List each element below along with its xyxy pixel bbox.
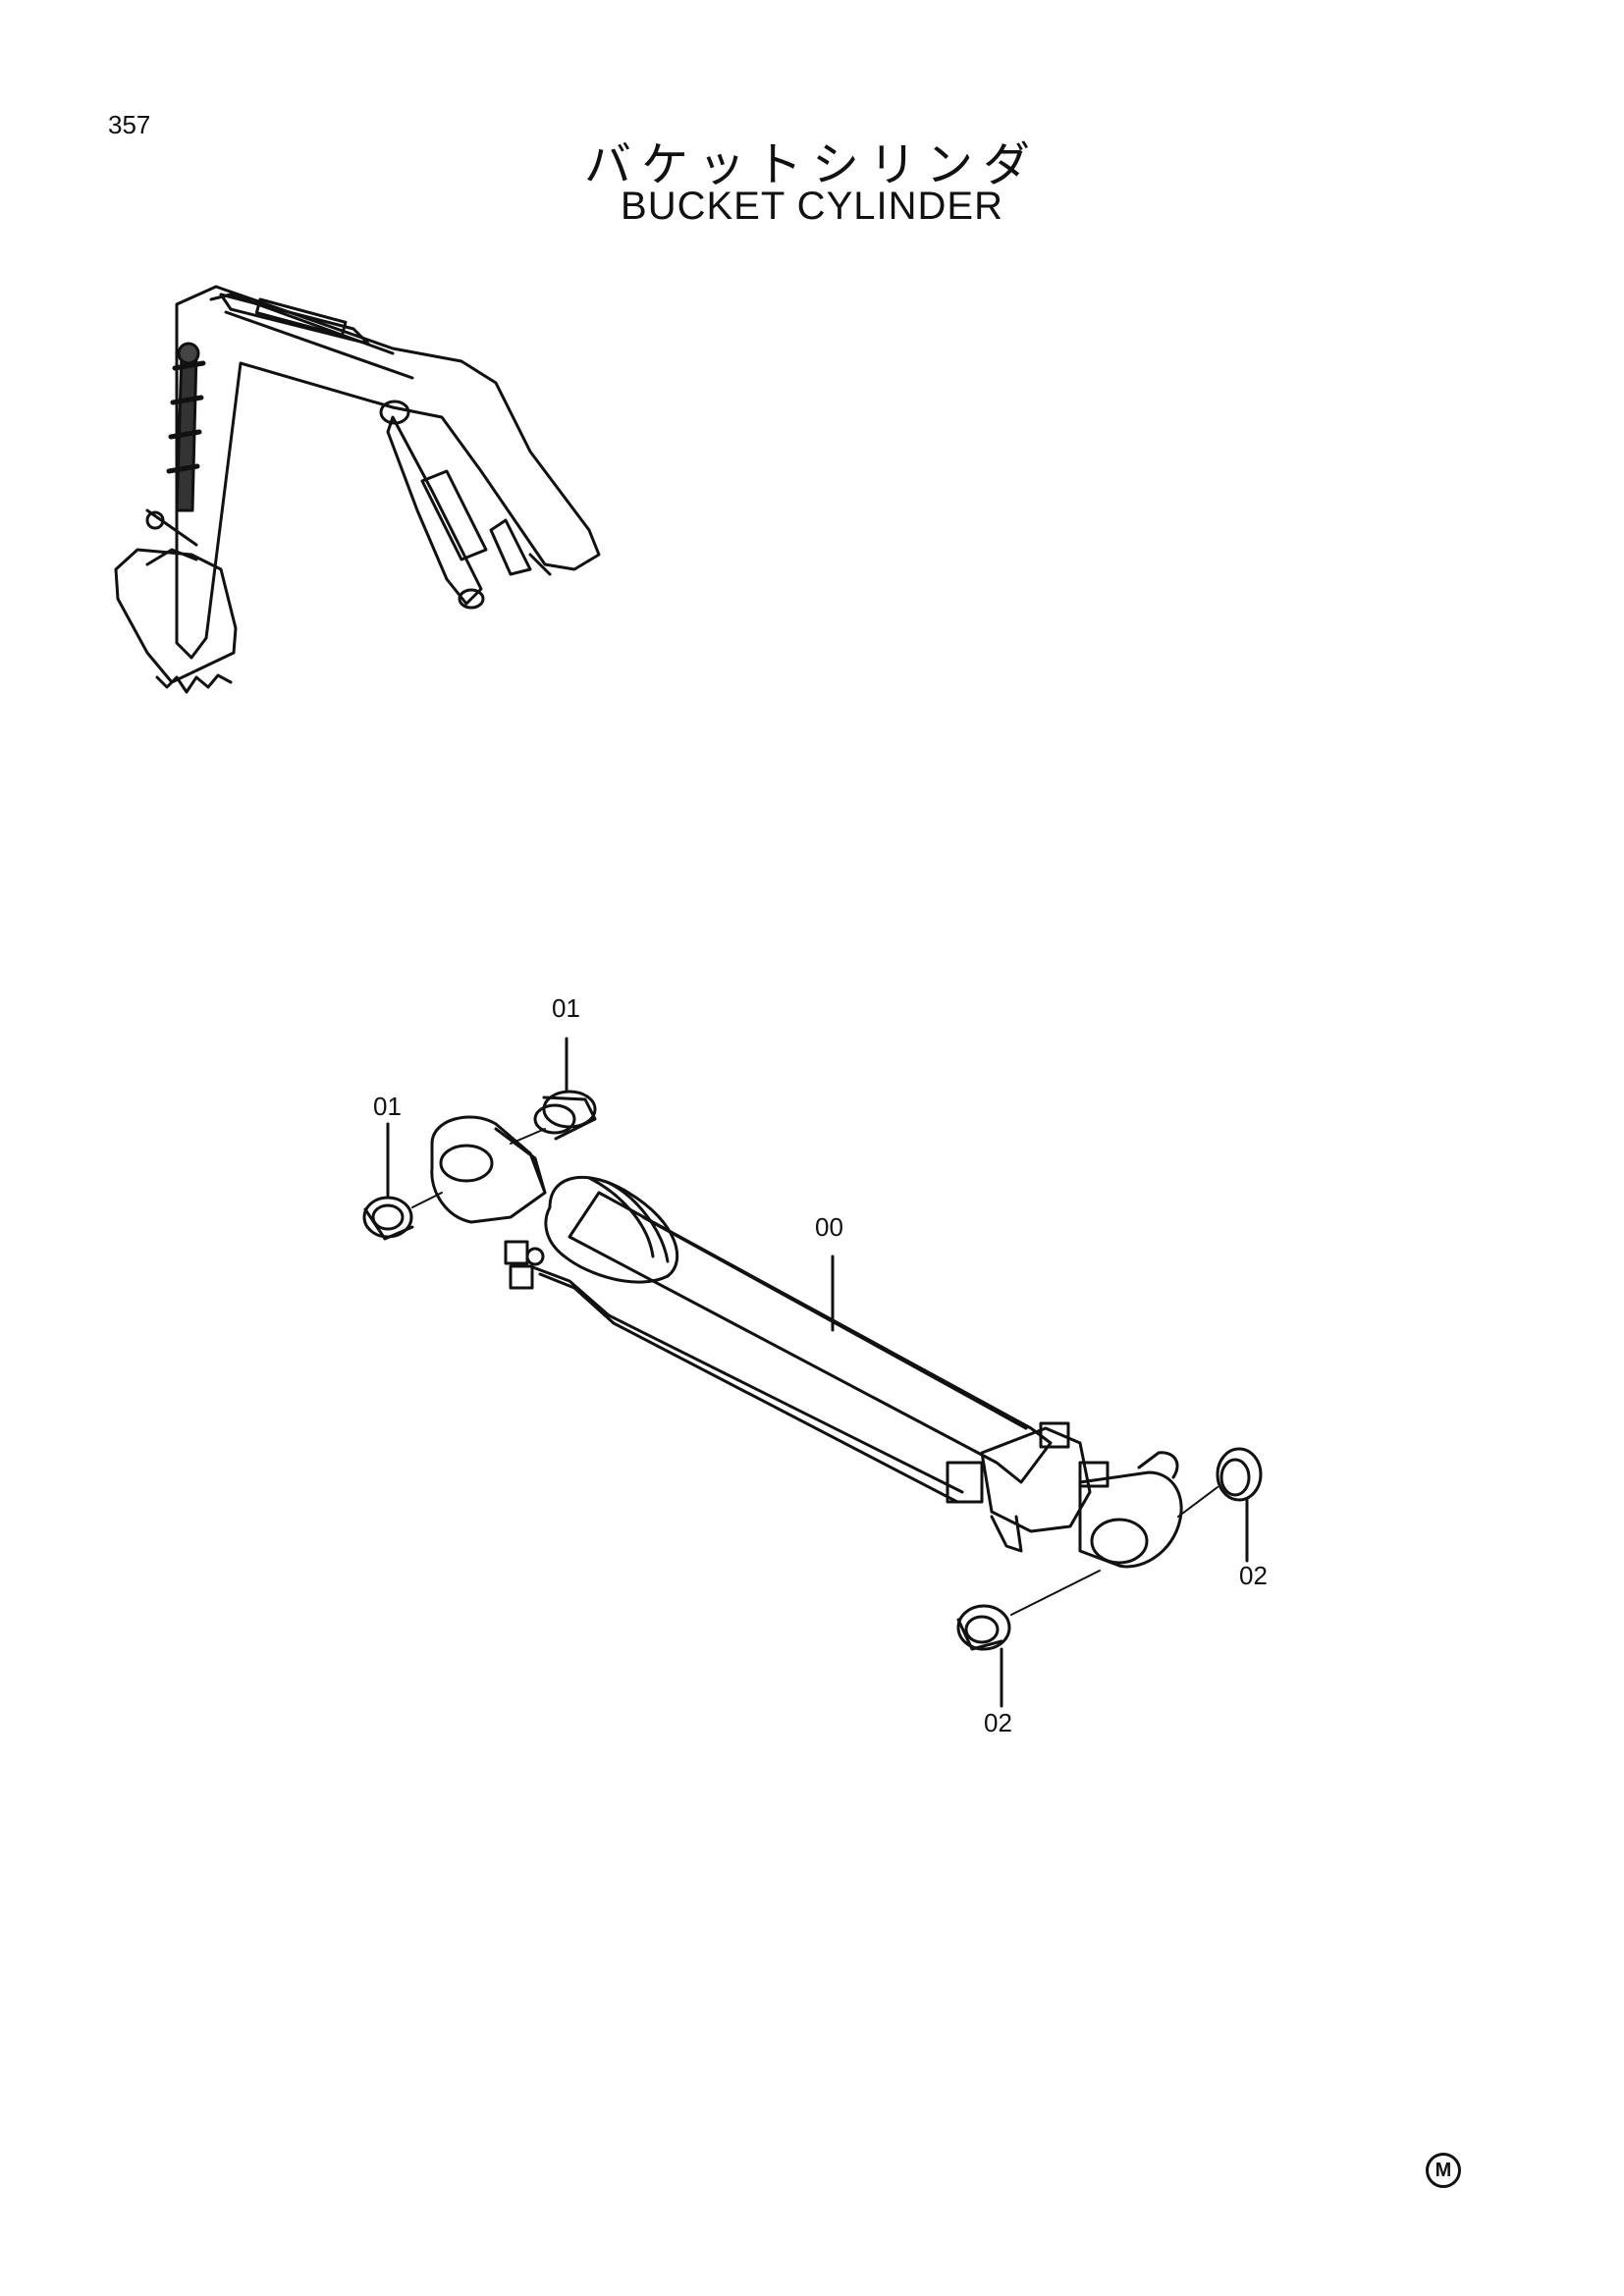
leader-02-right-axis xyxy=(1177,1486,1218,1518)
hydraulic-pipe xyxy=(528,1264,964,1494)
bushing-01-left xyxy=(362,1196,414,1241)
page-number: 357 xyxy=(108,110,151,139)
arm-cylinder xyxy=(219,293,370,346)
bushing-02-right xyxy=(1216,1447,1263,1502)
callout-00: 00 xyxy=(815,1212,843,1242)
callout-01-left: 01 xyxy=(373,1092,402,1121)
boom-cylinder xyxy=(386,415,483,606)
callout-02-right: 02 xyxy=(1239,1561,1268,1590)
circled-m-mark: M xyxy=(1426,2153,1461,2188)
leader-02-bottom-axis xyxy=(1010,1570,1101,1616)
bushing-01-top xyxy=(533,1090,597,1141)
bottom-eye xyxy=(1078,1470,1183,1569)
arm-outline xyxy=(175,285,601,660)
callout-02-bottom: 02 xyxy=(984,1708,1012,1737)
cylinder-bottom-bracket xyxy=(980,1426,1092,1533)
rod-end-eye xyxy=(430,1115,547,1224)
title-japanese: バケットシリンダ xyxy=(583,137,1040,192)
bushing-02-bottom xyxy=(956,1604,1011,1651)
cylinder-head xyxy=(544,1175,679,1284)
leader-01-left-axis xyxy=(411,1192,443,1208)
callout-01-top: 01 xyxy=(552,993,580,1023)
title-english: BUCKET CYLINDER xyxy=(621,185,1003,228)
leader-01-top-axis xyxy=(510,1128,546,1145)
cylinder-tube xyxy=(568,1191,1053,1484)
bucket-outline xyxy=(114,548,238,684)
